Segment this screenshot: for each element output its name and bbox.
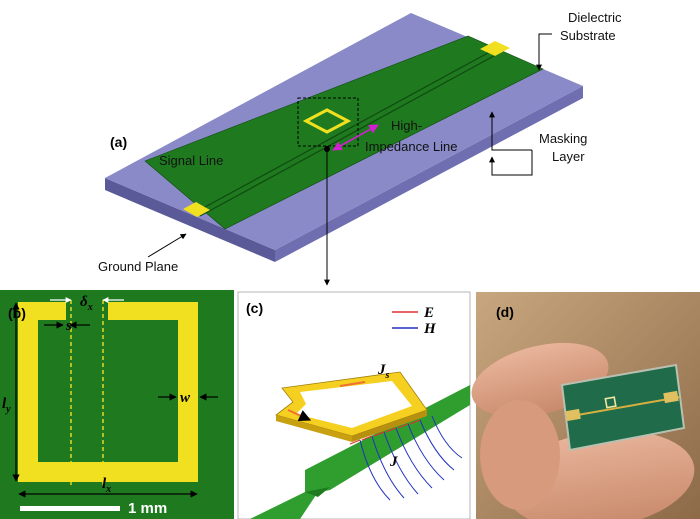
masking-label-1: Masking (539, 131, 587, 146)
J-label: J (389, 454, 398, 470)
panel-b-label: (b) (8, 305, 26, 321)
dielectric-label-group: Dielectric Substrate (536, 10, 622, 71)
dielectric-label-1: Dielectric (568, 10, 622, 25)
panel-c (237, 291, 471, 519)
srr-highlight-box (297, 97, 359, 147)
high-impedance-label-2: Impedance Line (365, 139, 458, 154)
panel-c-label: (c) (246, 300, 263, 316)
ground-plane-arrow (147, 233, 187, 258)
w-label: w (180, 390, 191, 406)
lx-label: lx (102, 476, 111, 495)
scale-bar (20, 506, 120, 511)
ground-plane-label: Ground Plane (98, 259, 178, 274)
signal-line-label: Signal Line (159, 153, 223, 168)
s-label: s (65, 318, 72, 334)
high-impedance-arrow (332, 124, 379, 151)
scale-bar-label: 1 mm (128, 500, 167, 517)
ly-label: ly (2, 396, 11, 415)
srr-ring-detail (18, 302, 198, 482)
high-impedance-label-1: High- (391, 118, 422, 133)
panel-a-board-3d (105, 13, 583, 286)
panel-a-label: (a) (110, 134, 127, 150)
legend-E-label: E (423, 305, 434, 321)
dielectric-label-2: Substrate (560, 28, 616, 43)
signal-port-left (183, 202, 210, 217)
panel-b (0, 290, 234, 519)
srr-ring (302, 108, 352, 134)
panel-d-photo (471, 292, 700, 519)
panel-d-label: (d) (496, 304, 514, 320)
signal-port-right (480, 41, 510, 56)
legend-H-label: H (423, 321, 437, 337)
Js-label: Js (377, 362, 390, 381)
masking-label-group: Masking Layer (489, 111, 587, 176)
masking-label-2: Layer (552, 149, 585, 164)
delta-x-label: δx (80, 294, 93, 313)
